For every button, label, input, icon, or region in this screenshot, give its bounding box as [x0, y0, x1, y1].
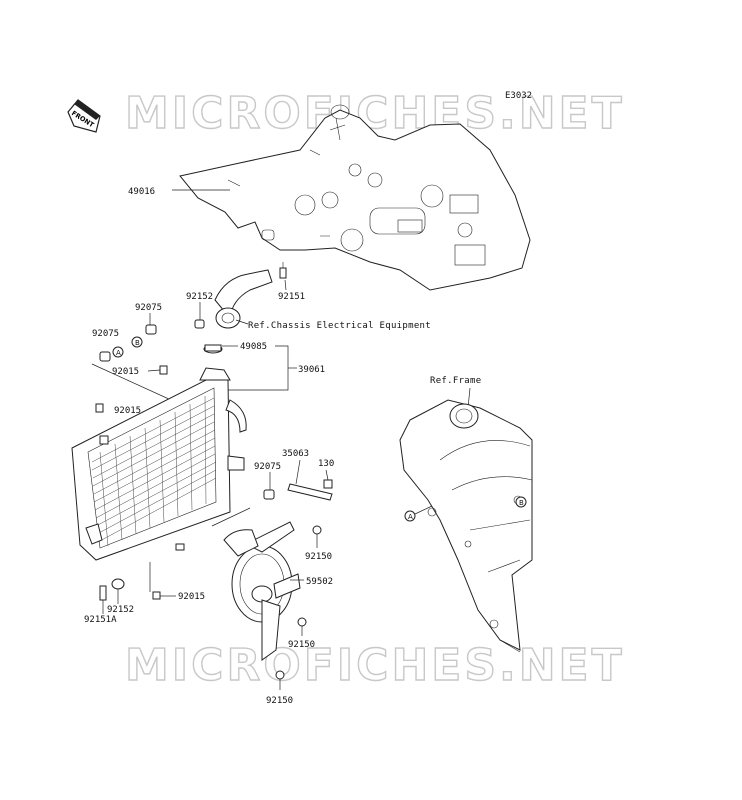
part-92015-b: 92015: [114, 406, 141, 416]
part-92075-mid: 92075: [254, 462, 281, 472]
frame-section: [399, 399, 533, 653]
part-92150-b: 92150: [288, 640, 315, 650]
part-49085: 49085: [240, 342, 267, 352]
callout-a-left: A: [116, 349, 121, 357]
ref-chassis-electrical: Ref.Chassis Electrical Equipment: [248, 321, 431, 331]
part-92151: 92151: [278, 292, 305, 302]
part-92075-top: 92075: [135, 303, 162, 313]
undercover-panel: [179, 104, 531, 291]
cooling-fan: [223, 521, 301, 661]
part-49016: 49016: [128, 187, 155, 197]
callout-a-frame: A: [408, 513, 413, 521]
ref-frame: Ref.Frame: [430, 376, 481, 386]
part-130: 130: [318, 459, 334, 469]
horn-assembly: [214, 262, 287, 329]
part-92150-c: 92150: [266, 696, 293, 706]
watermark-bottom: MICROFICHES.NET: [125, 640, 625, 691]
diagram-id: E3032: [505, 91, 532, 101]
part-92015-a: 92015: [112, 367, 139, 377]
part-92152-top: 92152: [186, 292, 213, 302]
part-92015-c: 92015: [178, 592, 205, 602]
part-92152-bot: 92152: [107, 605, 134, 615]
part-59502: 59502: [306, 577, 333, 587]
radiator: [71, 367, 247, 561]
callout-b-left: B: [135, 339, 140, 347]
callout-b-frame: B: [519, 499, 524, 507]
part-92150-a: 92150: [305, 552, 332, 562]
part-35063: 35063: [282, 449, 309, 459]
watermark-top: MICROFICHES.NET: [125, 88, 625, 139]
part-92151a: 92151A: [84, 615, 117, 625]
front-arrow-icon: FRONT: [67, 99, 101, 133]
radiator-cap: [203, 344, 223, 354]
part-92075-left: 92075: [92, 329, 119, 339]
part-39061: 39061: [298, 365, 325, 375]
